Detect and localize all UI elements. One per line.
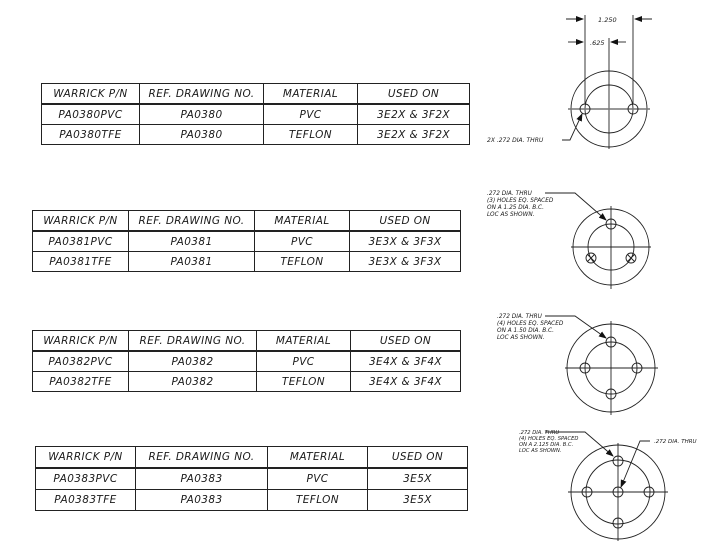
flange-drawing-2-hole: 1.250 .625 2X .272 DIA. THRU bbox=[487, 15, 652, 149]
parts-table-pa0381: WARRICK P/N REF. DRAWING NO. MATERIAL US… bbox=[32, 210, 461, 272]
flange-drawing-5-hole: .272 DIA. THRU (4) HOLES EQ. SPACED ON A… bbox=[519, 430, 697, 541]
cell-warrick-pn: PA0380PVC bbox=[41, 103, 140, 125]
cell-used-on: 3E3X & 3F3X bbox=[349, 251, 461, 272]
cell-material: TEFLON bbox=[263, 124, 358, 145]
dim-625-label: .625 bbox=[590, 39, 604, 47]
header-used-on: USED ON bbox=[367, 446, 468, 469]
cell-used-on: 3E3X & 3F3X bbox=[349, 230, 461, 252]
hole-callout: .272 DIA. THRU (3) HOLES EQ. SPACED ON A… bbox=[487, 191, 555, 218]
cell-warrick-pn: PA0382TFE bbox=[32, 371, 129, 392]
hole-callout: 2X .272 DIA. THRU bbox=[487, 137, 544, 144]
cell-warrick-pn: PA0381PVC bbox=[32, 230, 129, 252]
center-hole-callout: .272 DIA. THRU bbox=[654, 439, 697, 445]
cell-material: TEFLON bbox=[267, 489, 368, 511]
cell-ref-drawing-no: PA0381 bbox=[128, 230, 255, 252]
dim-1250-label: 1.250 bbox=[598, 16, 617, 24]
table-row: PA0381PVC PA0381 PVC 3E3X & 3F3X bbox=[32, 230, 461, 252]
cell-used-on: 3E4X & 3F4X bbox=[350, 350, 461, 372]
table-header-row: WARRICK P/N REF. DRAWING NO. MATERIAL US… bbox=[32, 210, 461, 232]
flange-drawing-3-hole: .272 DIA. THRU (3) HOLES EQ. SPACED ON A… bbox=[487, 191, 651, 289]
hole-callout: .272 DIA. THRU (4) HOLES EQ. SPACED ON A… bbox=[497, 314, 565, 341]
cell-ref-drawing-no: PA0382 bbox=[128, 350, 257, 372]
cell-used-on: 3E2X & 3F2X bbox=[357, 124, 470, 145]
cell-warrick-pn: PA0381TFE bbox=[32, 251, 129, 272]
cell-used-on: 3E5X bbox=[367, 489, 468, 511]
hole-callout: .272 DIA. THRU (4) HOLES EQ. SPACED ON A… bbox=[519, 430, 580, 454]
header-warrick-pn: WARRICK P/N bbox=[32, 210, 129, 232]
cell-used-on: 3E4X & 3F4X bbox=[350, 371, 461, 392]
cell-ref-drawing-no: PA0381 bbox=[128, 251, 255, 272]
table-row: PA0382TFE PA0382 TEFLON 3E4X & 3F4X bbox=[32, 371, 461, 392]
table-row: PA0381TFE PA0381 TEFLON 3E3X & 3F3X bbox=[32, 251, 461, 272]
header-material: MATERIAL bbox=[256, 330, 351, 352]
parts-table-pa0380: WARRICK P/N REF. DRAWING NO. MATERIAL US… bbox=[41, 83, 470, 145]
table-header-row: WARRICK P/N REF. DRAWING NO. MATERIAL US… bbox=[35, 446, 468, 469]
cell-ref-drawing-no: PA0380 bbox=[139, 124, 264, 145]
parts-table-pa0382: WARRICK P/N REF. DRAWING NO. MATERIAL US… bbox=[32, 330, 461, 392]
cell-warrick-pn: PA0383TFE bbox=[35, 489, 136, 511]
parts-table-pa0383: WARRICK P/N REF. DRAWING NO. MATERIAL US… bbox=[35, 446, 468, 511]
table-row: PA0383TFE PA0383 TEFLON 3E5X bbox=[35, 489, 468, 511]
header-used-on: USED ON bbox=[349, 210, 461, 232]
header-ref-drawing-no: REF. DRAWING NO. bbox=[128, 210, 255, 232]
flange-drawing-4-hole: .272 DIA. THRU (4) HOLES EQ. SPACED ON A… bbox=[497, 314, 658, 415]
table-row: PA0380TFE PA0380 TEFLON 3E2X & 3F2X bbox=[41, 124, 470, 145]
cell-ref-drawing-no: PA0383 bbox=[135, 489, 268, 511]
cell-material: TEFLON bbox=[256, 371, 351, 392]
